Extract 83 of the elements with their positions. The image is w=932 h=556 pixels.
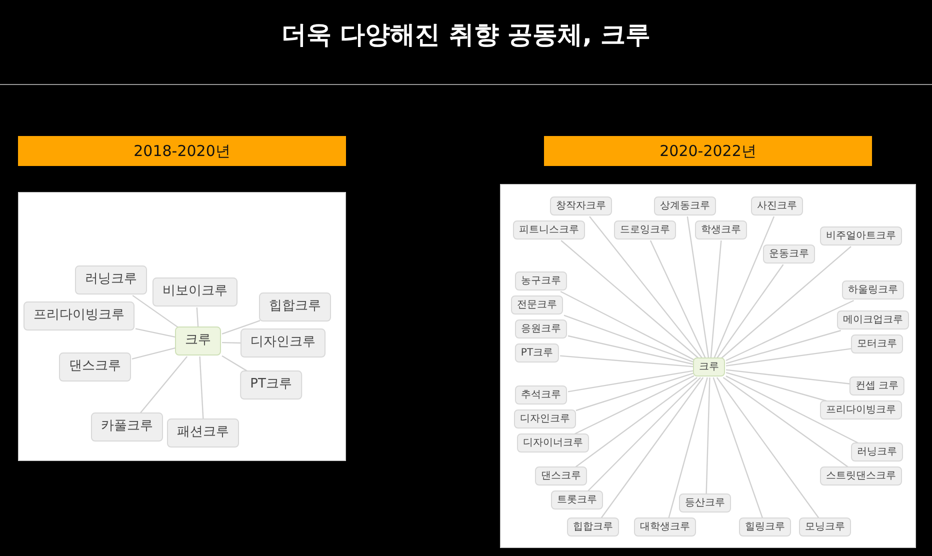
connector-line [135, 328, 176, 338]
title: 더욱 다양해진 취향 공동체, 크루 [280, 19, 652, 51]
crew-tag: 스트릿댄스크루 [820, 466, 902, 486]
crew-tag: 전문크루 [511, 296, 563, 314]
connector-line [706, 377, 710, 495]
crew-tag: 크루 [175, 326, 221, 356]
connector-line [710, 240, 722, 359]
crew-tag: 디자인크루 [240, 328, 326, 358]
connector-line [713, 216, 775, 359]
connector-line [589, 216, 703, 359]
crew-tag: 드로잉크루 [614, 220, 676, 240]
connector-line [726, 372, 829, 402]
crew-tag: 러닝크루 [851, 442, 903, 462]
connector-line [568, 335, 694, 365]
connector-line [668, 377, 708, 519]
crew-tag: 등산크루 [679, 494, 731, 512]
crew-tag: 힙합크루 [567, 518, 619, 536]
crew-tag: 비주얼아트크루 [820, 226, 902, 246]
crew-tag: 힙합크루 [259, 292, 331, 322]
crew-tag: 사진크루 [751, 196, 803, 216]
connector-line [222, 355, 248, 372]
connector-line [560, 290, 694, 360]
crew-tag: PT크루 [240, 370, 302, 400]
crew-tag: 디자인크루 [514, 410, 576, 428]
connector-line [196, 307, 199, 328]
connector-line [139, 356, 188, 414]
crew-tag: 댄스크루 [59, 352, 131, 382]
crew-tag: 창작자크루 [550, 196, 612, 216]
crew-tag: 프리다이빙크루 [820, 400, 902, 420]
year-band: 2018-2020년 [18, 136, 346, 166]
crew-tag: 대학생크루 [634, 518, 696, 536]
connector-line [132, 294, 179, 328]
crew-tag: 프리다이빙크루 [24, 302, 134, 330]
crew-tag: 하울링크루 [842, 280, 904, 300]
crew-tag: 피트니스크루 [513, 220, 585, 240]
connector-line [720, 246, 852, 359]
connector-line [560, 355, 694, 368]
crew-tag: 컨셉 크루 [849, 376, 905, 396]
connector-line [574, 377, 698, 468]
connector-line [587, 377, 701, 492]
connector-line [573, 375, 694, 436]
connector-line [576, 372, 694, 412]
crew-tag: 카풀크루 [91, 412, 163, 442]
crew-tag: 농구크루 [515, 272, 567, 290]
connector-line [726, 330, 842, 364]
network-panel [500, 184, 916, 548]
connector-line [712, 377, 764, 519]
crew-tag: 응원크루 [515, 320, 567, 338]
connector-line [132, 347, 176, 360]
connector-line [716, 264, 784, 359]
crew-tag: 학생크루 [695, 220, 747, 240]
crew-tag: PT크루 [514, 344, 560, 362]
connector-line [726, 369, 850, 384]
crew-tag: 상계동크루 [654, 196, 716, 216]
connector-line [600, 377, 704, 519]
crew-tag: 운동크루 [763, 244, 815, 264]
crew-tag: 댄스크루 [535, 466, 587, 486]
year-band: 2020-2022년 [544, 136, 872, 166]
crew-tag: 메이크업크루 [837, 310, 909, 330]
connector-line [199, 356, 204, 420]
connector-line [650, 240, 706, 359]
crew-tag: 모터크루 [851, 334, 903, 354]
connector-line [686, 216, 710, 359]
connector-line [222, 320, 260, 334]
connector-line [564, 314, 694, 363]
crew-tag: 모닝크루 [799, 518, 851, 536]
connector-line [222, 342, 242, 344]
crew-tag: 디자이너크루 [517, 434, 589, 452]
connector-line [568, 370, 694, 392]
connector-line [726, 348, 852, 366]
crew-tag: 힐링크루 [739, 518, 791, 536]
connector-line [560, 240, 700, 359]
crew-tag: 비보이크루 [152, 278, 238, 306]
network-panel [18, 192, 346, 461]
connector-line [722, 377, 850, 468]
crew-tag: 러닝크루 [75, 266, 147, 294]
crew-tag: 크루 [693, 358, 725, 376]
connector-line [726, 376, 860, 444]
crew-tag: 패션크루 [167, 418, 239, 448]
crew-tag: 트롯크루 [551, 490, 603, 510]
connector-line [716, 377, 820, 519]
crew-tag: 추석크루 [515, 386, 567, 404]
connector-line [726, 300, 854, 362]
